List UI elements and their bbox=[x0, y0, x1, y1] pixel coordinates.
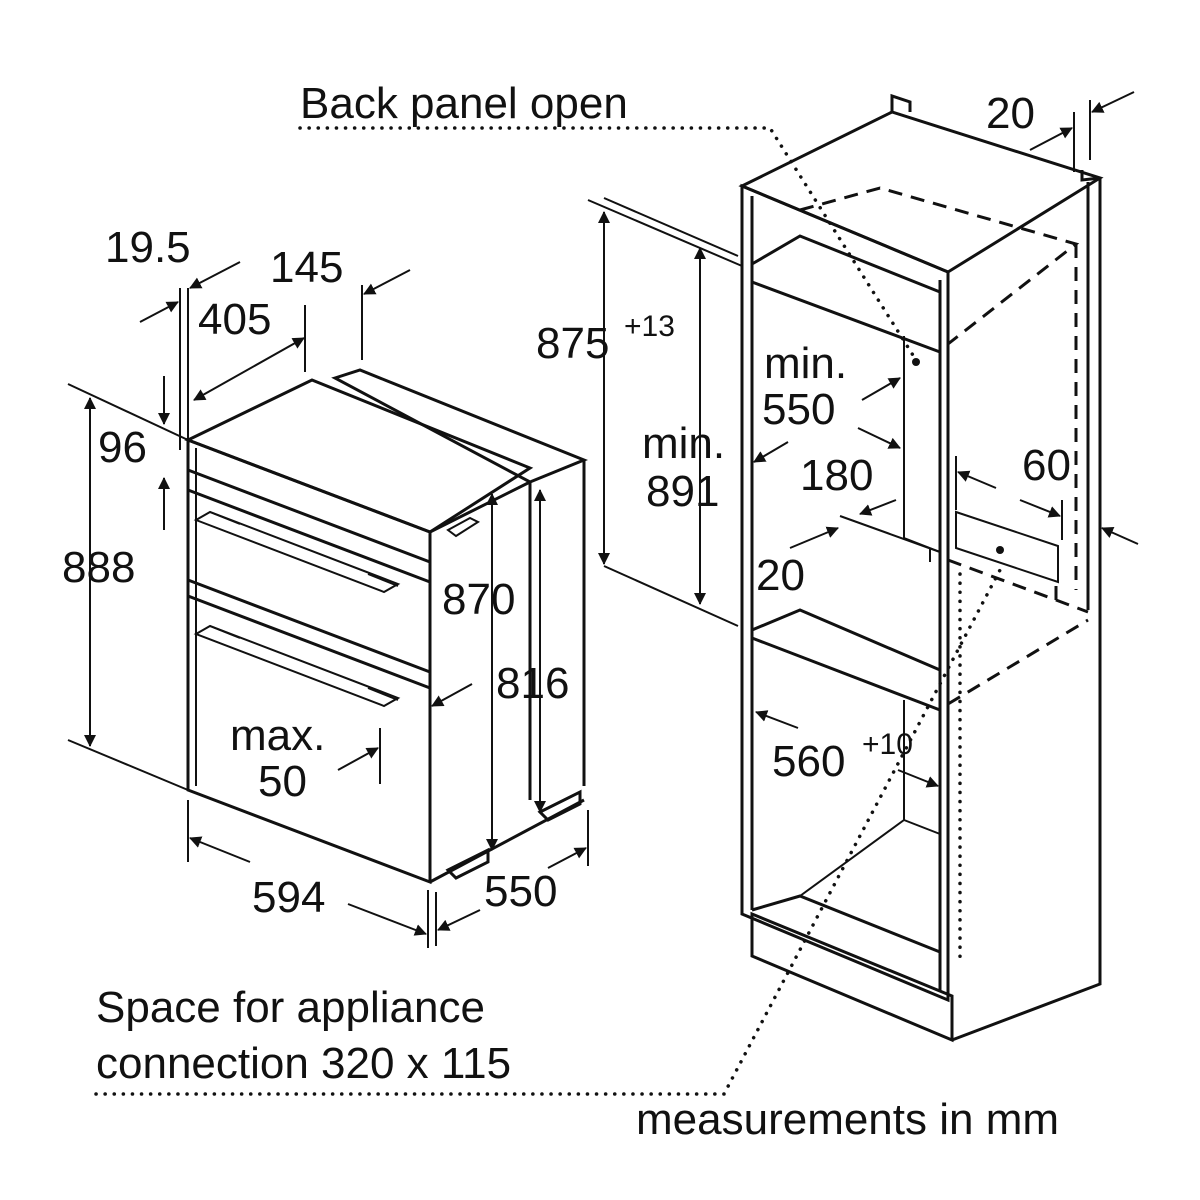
cabinet-dimension-lines bbox=[587, 91, 1139, 820]
oven-drawing bbox=[184, 368, 588, 885]
space-label-line2: connection 320 x 115 bbox=[96, 1039, 511, 1088]
dim-145: 145 bbox=[270, 243, 343, 292]
callouts: Back panel open Space for appliance conn… bbox=[94, 79, 1059, 1144]
dim-875: 875 bbox=[536, 319, 609, 368]
dim-405: 405 bbox=[198, 295, 271, 344]
dim-60: 60 bbox=[1022, 441, 1071, 490]
space-label-line1: Space for appliance bbox=[96, 983, 485, 1032]
dim-19-5: 19.5 bbox=[105, 223, 191, 272]
dim-20-inner: 20 bbox=[756, 551, 805, 600]
dim-max-50: 50 bbox=[258, 757, 307, 806]
oven-dimension-labels: 19.5 145 405 96 888 870 816 max. 50 594 … bbox=[62, 223, 569, 922]
dim-891-min: min. bbox=[642, 419, 725, 468]
dim-560: 560 bbox=[772, 737, 845, 786]
dim-550-depth: 550 bbox=[484, 867, 557, 916]
dim-560-tolerance: +10 bbox=[862, 728, 913, 761]
dim-816: 816 bbox=[496, 659, 569, 708]
dim-594: 594 bbox=[252, 873, 325, 922]
dim-888: 888 bbox=[62, 543, 135, 592]
dim-891: 891 bbox=[646, 467, 719, 516]
dim-550-min: min. bbox=[764, 339, 847, 388]
back-panel-label: Back panel open bbox=[300, 79, 628, 128]
dim-870: 870 bbox=[442, 575, 515, 624]
dim-875-tolerance: +13 bbox=[624, 310, 675, 343]
cabinet-dimension-labels: 875 +13 min. 891 min. 550 180 20 60 20 5… bbox=[536, 89, 1071, 786]
cabinet-drawing bbox=[738, 93, 1104, 1043]
dim-180: 180 bbox=[800, 451, 873, 500]
dim-max-label: max. bbox=[230, 711, 325, 760]
units-note: measurements in mm bbox=[636, 1095, 1059, 1144]
oven-dimension-lines bbox=[67, 261, 589, 948]
dim-20-top: 20 bbox=[986, 89, 1035, 138]
dim-96: 96 bbox=[98, 423, 147, 472]
dim-550: 550 bbox=[762, 385, 835, 434]
